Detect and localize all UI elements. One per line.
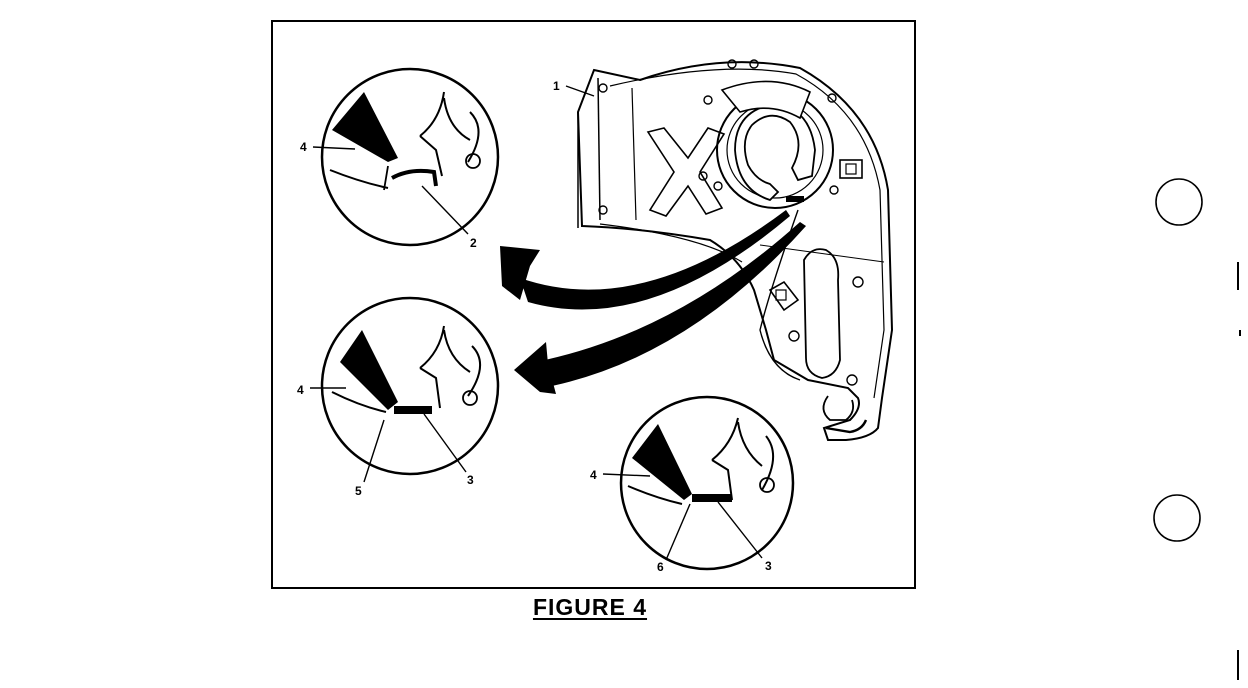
main-bracket-assembly xyxy=(576,59,894,441)
callout-3-lower: 3 xyxy=(765,559,772,573)
callout-6: 6 xyxy=(657,560,664,574)
callout-4-top: 4 xyxy=(300,140,307,154)
binder-hole-top xyxy=(1155,178,1203,226)
main-leader-curve xyxy=(759,209,801,381)
callout-2: 2 xyxy=(470,236,477,250)
leader-lines xyxy=(310,85,763,561)
callout-1: 1 xyxy=(553,79,560,93)
detail-circle-lower xyxy=(619,395,795,571)
page-edge-marks xyxy=(1237,262,1241,680)
arrow-to-detail-top xyxy=(500,210,790,310)
detail-circle-top xyxy=(320,67,500,247)
binder-hole-bottom xyxy=(1153,494,1201,542)
detail-circle-middle xyxy=(320,296,500,476)
callout-3-middle: 3 xyxy=(467,473,474,487)
callout-4-lower: 4 xyxy=(590,468,597,482)
figure-caption: FIGURE 4 xyxy=(532,594,648,620)
figure-frame xyxy=(271,20,916,589)
arrow-to-detail-middle xyxy=(514,222,806,394)
callout-5: 5 xyxy=(355,484,362,498)
callout-4-middle: 4 xyxy=(297,383,304,397)
